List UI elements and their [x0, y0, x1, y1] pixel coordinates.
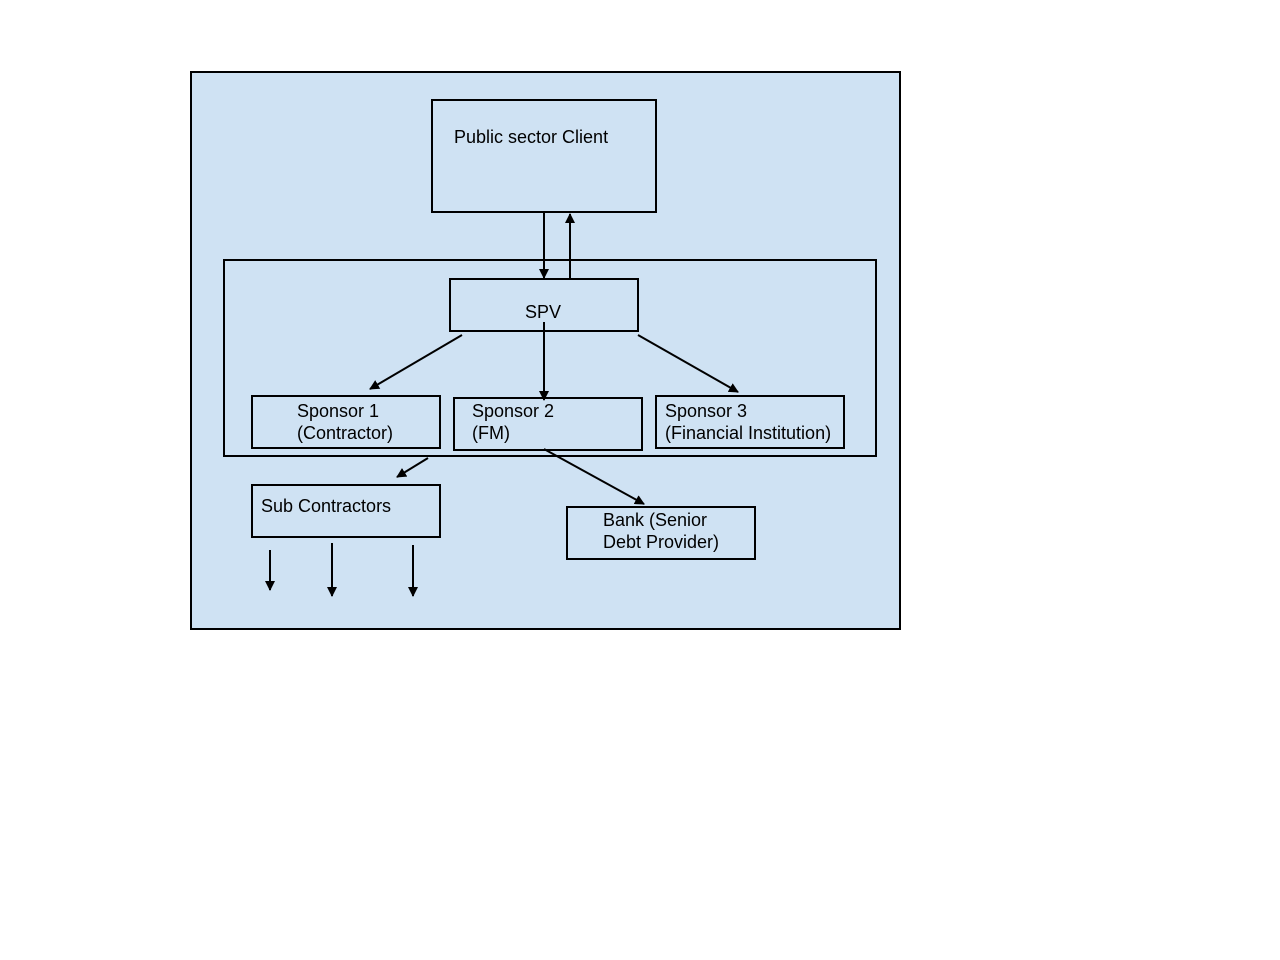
- edge-spv-to-sponsor-1: [369, 334, 463, 390]
- node-label-line-2: (Contractor): [297, 423, 393, 443]
- node-label: Public sector Client: [454, 127, 608, 147]
- node-label-line-1: Bank (Senior: [603, 510, 707, 530]
- node-label-line-1: Sponsor 3: [665, 401, 747, 421]
- node-sponsor-2[interactable]: Sponsor 2 (FM): [453, 397, 643, 451]
- edge-spv-to-sponsor-3: [637, 334, 739, 393]
- node-spv[interactable]: SPV: [449, 278, 639, 332]
- node-label-line-1: Sponsor 1: [297, 401, 379, 421]
- node-label-line-2: (FM): [472, 423, 510, 443]
- node-label-line-1: Sponsor 2: [472, 401, 554, 421]
- node-public-sector-client[interactable]: Public sector Client: [431, 99, 657, 213]
- edge-sponsor-1-to-sub-contractors: [396, 457, 429, 478]
- edge-sponsor-2-to-bank: [543, 448, 645, 505]
- node-sponsor-1[interactable]: Sponsor 1 (Contractor): [251, 395, 441, 449]
- node-label-line-2: Debt Provider): [603, 532, 719, 552]
- node-label-line-2: (Financial Institution): [665, 423, 831, 443]
- node-bank[interactable]: Bank (Senior Debt Provider): [566, 506, 756, 560]
- node-sponsor-3[interactable]: Sponsor 3 (Financial Institution): [655, 395, 845, 449]
- node-sub-contractors[interactable]: Sub Contractors: [251, 484, 441, 538]
- node-label: SPV: [525, 302, 561, 322]
- node-label: Sub Contractors: [261, 496, 391, 516]
